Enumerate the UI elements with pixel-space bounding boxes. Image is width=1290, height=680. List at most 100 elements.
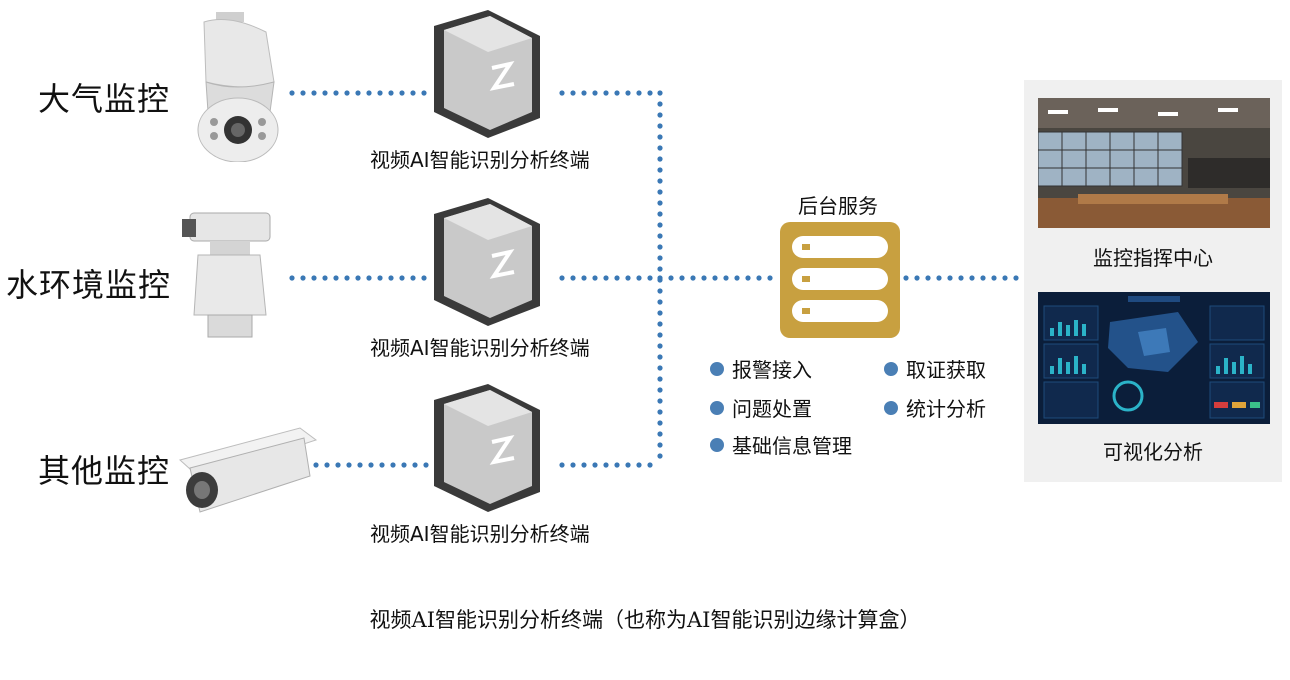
connector-dot — [322, 275, 328, 281]
connector-dot — [390, 462, 396, 468]
connector-dot — [388, 90, 394, 96]
source-label-water: 水环境监控 — [6, 266, 172, 304]
connector-dot — [570, 275, 576, 281]
connector-dot — [399, 90, 405, 96]
connector-dot — [324, 462, 330, 468]
feature-evidence: 取证获取 — [884, 354, 986, 383]
connector-dot — [657, 343, 663, 349]
connector-dot — [581, 90, 587, 96]
connector-dot — [333, 275, 339, 281]
ptz-dome-camera-icon — [186, 12, 286, 166]
connector-dot — [712, 275, 718, 281]
connector-dot — [657, 332, 663, 338]
edge-box-icon — [430, 382, 548, 518]
source-label-other: 其他监控 — [38, 452, 171, 490]
service-title: 后台服务 — [798, 194, 878, 218]
connector-dot — [657, 365, 663, 371]
connector-dot — [657, 398, 663, 404]
connector-dot — [379, 462, 385, 468]
footer-caption: 视频AI智能识别分析终端（也称为AI智能识别边缘计算盒） — [369, 608, 921, 632]
connector-dot — [289, 275, 295, 281]
connector-dot — [399, 275, 405, 281]
connector-dot — [625, 462, 631, 468]
connector-dot — [657, 354, 663, 360]
connector-dot — [333, 90, 339, 96]
connector-dot — [657, 321, 663, 327]
connector-dot — [300, 90, 306, 96]
output-caption-command: 监控指挥中心 — [1093, 246, 1213, 270]
bullet-icon — [710, 437, 724, 452]
connector-dot — [592, 275, 598, 281]
connector-dot — [657, 255, 663, 261]
dashboard-screenshot — [1038, 292, 1270, 428]
connector-dot — [657, 442, 663, 448]
connector-dot — [603, 90, 609, 96]
connector-dot — [401, 462, 407, 468]
connector-dot — [657, 453, 663, 459]
connector-dot — [756, 275, 762, 281]
connector-dot — [657, 112, 663, 118]
connector-dot — [614, 462, 620, 468]
connector-dot — [559, 462, 565, 468]
connector-dot — [366, 275, 372, 281]
connector-dot — [570, 462, 576, 468]
connector-dot — [322, 90, 328, 96]
connector-dot — [767, 275, 773, 281]
connector-dot — [344, 90, 350, 96]
connector-dot — [657, 167, 663, 173]
connector-dot — [410, 275, 416, 281]
pan-tilt-camera-icon — [180, 205, 275, 349]
connector-dot — [647, 90, 653, 96]
terminal-caption-3: 视频AI智能识别分析终端 — [370, 522, 590, 546]
connector-dot — [311, 275, 317, 281]
connector-dot — [991, 275, 997, 281]
connector-dot — [657, 178, 663, 184]
feature-alarm-access: 报警接入 — [710, 354, 812, 383]
connector-dot — [614, 275, 620, 281]
connector-dot — [313, 462, 319, 468]
box-camera-icon — [170, 420, 318, 524]
connector-dot — [668, 275, 674, 281]
connector-dot — [368, 462, 374, 468]
bullet-icon — [884, 361, 898, 376]
connector-dot — [625, 275, 631, 281]
edge-box-icon — [430, 8, 548, 144]
connector-dot — [559, 275, 565, 281]
connector-dot — [335, 462, 341, 468]
connector-dot — [636, 90, 642, 96]
connector-dot — [614, 90, 620, 96]
connector-dot — [657, 376, 663, 382]
connector-dot — [421, 275, 427, 281]
connector-dot — [657, 288, 663, 294]
connector-dot — [311, 90, 317, 96]
connector-dot — [581, 275, 587, 281]
connector-dot — [355, 275, 361, 281]
feature-issue-handling: 问题处置 — [710, 393, 812, 422]
connector-dot — [412, 462, 418, 468]
connector-dot — [657, 299, 663, 305]
connector-dot — [355, 90, 361, 96]
connector-dot — [914, 275, 920, 281]
connector-dot — [289, 90, 295, 96]
connector-dot — [980, 275, 986, 281]
connector-dot — [701, 275, 707, 281]
connector-dot — [636, 275, 642, 281]
connector-dot — [357, 462, 363, 468]
connector-dot — [657, 200, 663, 206]
connector-dot — [636, 462, 642, 468]
connector-dot — [657, 387, 663, 393]
connector-dot — [559, 90, 565, 96]
connector-dot — [647, 462, 653, 468]
connector-dot — [592, 90, 598, 96]
bullet-icon — [884, 400, 898, 415]
server-icon — [780, 222, 900, 342]
terminal-caption-1: 视频AI智能识别分析终端 — [370, 148, 590, 172]
connector-dot — [657, 431, 663, 437]
connector-dot — [603, 462, 609, 468]
connector-dot — [657, 233, 663, 239]
connector-dot — [925, 275, 931, 281]
connector-dot — [346, 462, 352, 468]
connector-dot — [603, 275, 609, 281]
connector-dot — [300, 275, 306, 281]
